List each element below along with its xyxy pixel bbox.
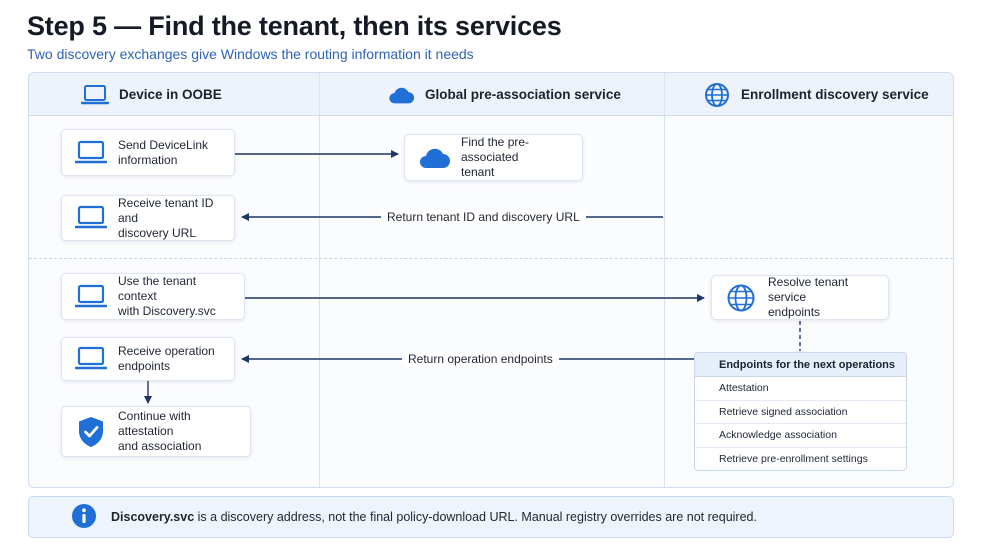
endpoints-table: Endpoints for the next operations Attest… <box>694 352 907 471</box>
column-label: Enrollment discovery service <box>741 87 929 102</box>
step-use-tenant: Use the tenant context with Discovery.sv… <box>61 273 245 320</box>
step-resolve-endpoints: Resolve tenant service endpoints <box>711 275 889 320</box>
section-divider <box>29 258 953 259</box>
endpoints-heading: Endpoints for the next operations <box>695 353 906 377</box>
endpoint-item: Retrieve pre-enrollment settings <box>719 453 868 466</box>
column-label: Device in OOBE <box>119 87 222 102</box>
note-body: is a discovery address, not the final po… <box>197 510 757 524</box>
step-find-tenant: Find the pre-associated tenant <box>404 134 583 181</box>
message-return-tenant: Return tenant ID and discovery URL <box>381 210 586 224</box>
laptop-icon <box>74 138 108 168</box>
step-receive-endpoints: Receive operation endpoints <box>61 337 235 381</box>
note-text: Discovery.svc is a discovery address, no… <box>111 510 757 524</box>
column-global-service: Global pre-association service <box>387 73 621 116</box>
column-device: Device in OOBE <box>81 73 222 116</box>
endpoint-item: Retrieve signed association <box>695 401 906 424</box>
page-title: Step 5 — Find the tenant, then its servi… <box>27 11 562 41</box>
shield-check-icon <box>74 416 108 447</box>
cloud-icon <box>417 143 451 173</box>
column-enrollment-discovery: Enrollment discovery service <box>703 73 929 116</box>
laptop-icon <box>81 81 109 109</box>
globe-icon <box>703 81 731 109</box>
step-label: Receive operation endpoints <box>118 344 215 373</box>
step-continue: Continue with attestation and associatio… <box>61 406 251 457</box>
laptop-icon <box>74 203 108 233</box>
laptop-icon <box>74 282 108 312</box>
info-icon <box>71 503 97 532</box>
step-label: Send DeviceLink information <box>118 137 209 167</box>
step-label: Continue with attestation and associatio… <box>118 409 202 453</box>
step-receive-tenant: Receive tenant ID and discovery URL <box>61 195 235 241</box>
step-label: Find the pre-associated tenant <box>461 135 530 179</box>
step-label: Receive tenant ID and discovery URL <box>118 195 214 240</box>
column-header-row <box>29 73 953 116</box>
globe-icon <box>724 283 758 313</box>
step-send-devicelink: Send DeviceLink information <box>61 129 235 176</box>
endpoint-item: Attestation <box>695 377 906 401</box>
page-subtitle: Two discovery exchanges give Windows the… <box>27 46 474 62</box>
column-divider <box>319 73 320 487</box>
column-divider <box>664 73 665 487</box>
column-label: Global pre-association service <box>425 87 621 102</box>
laptop-icon <box>74 344 108 374</box>
note-bold: Discovery.svc <box>111 510 195 524</box>
message-return-endpoints: Return operation endpoints <box>402 352 559 366</box>
info-note: Discovery.svc is a discovery address, no… <box>28 496 954 538</box>
step-label: Resolve tenant service endpoints <box>768 275 849 319</box>
cloud-icon <box>387 81 415 109</box>
step-label: Use the tenant context with Discovery.sv… <box>118 274 216 318</box>
endpoint-item: Acknowledge association <box>695 424 906 448</box>
